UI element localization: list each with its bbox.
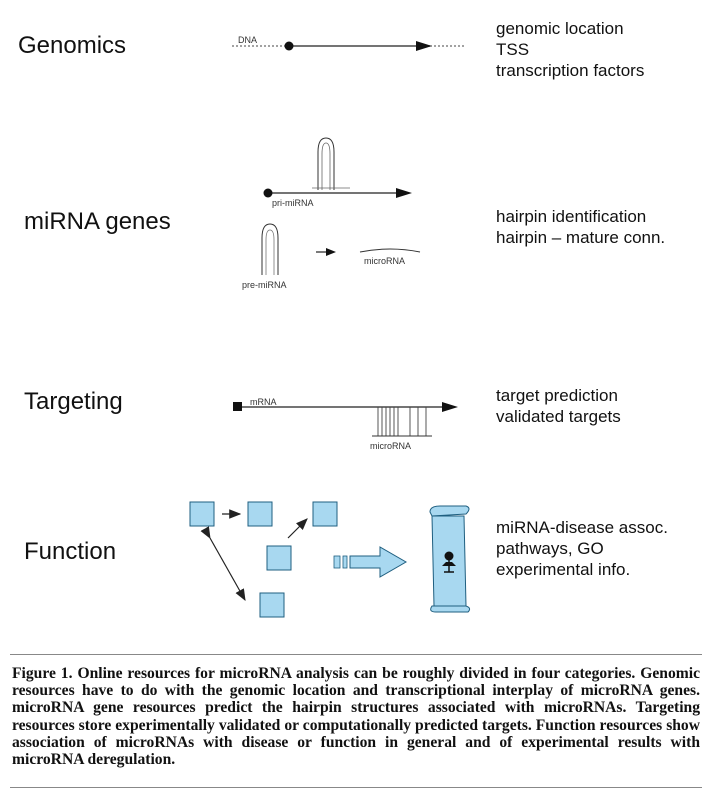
node-box-2 <box>247 501 273 527</box>
person-icon <box>442 551 456 573</box>
targeting-item-validated: validated targets <box>496 407 621 426</box>
mirna-item-hairpin-conn: hairpin – mature conn. <box>496 228 666 247</box>
pre-hairpin-inner <box>265 229 275 275</box>
genomics-item-location: genomic location <box>496 19 624 38</box>
caption-text: Online resources for microRNA analysis c… <box>12 665 700 769</box>
function-item-pathways: pathways, GO <box>496 539 604 558</box>
mirna-genes-title: miRNA genes <box>24 208 171 235</box>
function-item-experimental: experimental info. <box>496 560 631 579</box>
mrna-label: mRNA <box>250 397 277 407</box>
node-box-3 <box>312 501 338 527</box>
targeting-title: Targeting <box>24 388 123 415</box>
targeting-microrna-label: microRNA <box>370 441 412 451</box>
function-item-disease: miRNA-disease assoc. <box>496 518 668 537</box>
targeting-items: target prediction validated targets <box>496 385 621 427</box>
genomics-title: Genomics <box>18 32 127 59</box>
node-box-5 <box>259 592 285 618</box>
function-title: Function <box>24 538 117 565</box>
genomics-items: genomic location TSS transcription facto… <box>496 18 644 81</box>
mirna-genes-items: hairpin identification hairpin – mature … <box>496 206 665 248</box>
figure-caption: Figure 1. Online resources for microRNA … <box>12 665 700 768</box>
pri-hairpin-inner <box>321 142 331 190</box>
edge-1-5 <box>200 526 246 602</box>
node-box-1 <box>189 501 215 527</box>
pre-mirna-label: pre-miRNA <box>242 280 287 290</box>
mirna-item-hairpin-id: hairpin identification <box>496 207 647 226</box>
caption-bottom-rule <box>10 787 702 788</box>
targeting-diagram <box>233 402 458 437</box>
mature-microrna-strand <box>359 248 421 253</box>
pre-hairpin <box>261 223 279 275</box>
pri-mirna-label: pri-miRNA <box>272 198 314 208</box>
binding-bars <box>377 407 427 436</box>
genomics-item-tf: transcription factors <box>496 61 645 80</box>
caption-top-rule <box>10 654 702 655</box>
mrna-cap <box>233 402 242 411</box>
pre-mirna-diagram <box>261 223 421 275</box>
pri-mirna-diagram <box>263 137 412 198</box>
pri-mirna-dot <box>263 188 273 198</box>
dna-arrowhead <box>416 41 432 51</box>
edge-4-3 <box>287 518 308 539</box>
pre-to-mature-arrowhead <box>326 248 336 256</box>
genomics-item-tss: TSS <box>496 40 530 59</box>
tss-dot <box>284 41 294 51</box>
pri-mirna-arrowhead <box>396 188 412 198</box>
dna-label: DNA <box>238 35 258 45</box>
function-network <box>189 501 471 618</box>
node-box-4 <box>266 545 292 571</box>
pri-hairpin <box>317 137 335 190</box>
caption-label: Figure 1. <box>12 665 73 682</box>
mature-microrna-label: microRNA <box>364 256 406 266</box>
mrna-arrowhead <box>442 402 458 412</box>
genomics-dna-diagram <box>232 41 466 51</box>
scroll-document-icon <box>429 505 471 613</box>
targeting-item-prediction: target prediction <box>496 386 618 405</box>
function-items: miRNA-disease assoc. pathways, GO experi… <box>496 517 668 580</box>
big-arrow-icon <box>333 546 408 578</box>
